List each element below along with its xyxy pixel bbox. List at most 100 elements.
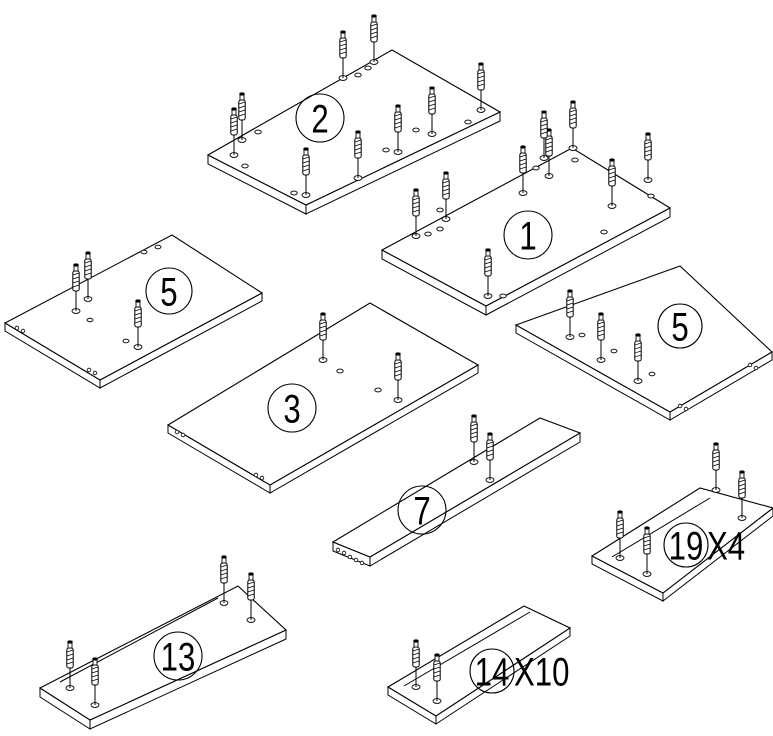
cam-bolt-dowel-icon xyxy=(394,352,402,400)
panel-face xyxy=(3,234,264,381)
drill-hole-icon xyxy=(336,368,344,374)
edge-hole-icon xyxy=(683,406,689,412)
cam-bolt-dowel-icon xyxy=(486,432,494,480)
cam-bolt-dowel-icon xyxy=(230,107,238,155)
cam-bolt-dowel-icon xyxy=(354,130,362,178)
cam-bolt-dowel-icon xyxy=(394,104,402,152)
quantity-label: X10 xyxy=(514,650,570,695)
part-number-circle xyxy=(145,267,193,315)
drill-hole-icon xyxy=(354,72,362,78)
panel-face xyxy=(166,302,480,486)
cam-bolt-dowel-icon xyxy=(608,158,616,206)
cam-bolt-dowel-icon xyxy=(477,62,485,110)
drill-hole-icon xyxy=(374,387,382,393)
drill-hole-icon xyxy=(436,207,444,213)
drill-hole-icon xyxy=(499,293,507,299)
edge-hole-icon xyxy=(353,557,359,563)
cam-bolt-dowel-icon xyxy=(569,100,577,148)
part-number-circle xyxy=(153,631,203,681)
cam-bolt-dowel-icon xyxy=(470,414,478,462)
panel-13: 13 xyxy=(38,555,287,730)
panel-5-left: 5 xyxy=(3,234,264,389)
drill-hole-icon xyxy=(532,165,540,171)
drill-hole-icon xyxy=(154,244,162,250)
panel-1: 1 xyxy=(380,100,672,316)
groove-line xyxy=(403,611,531,687)
cam-bolt-dowel-icon xyxy=(484,248,492,296)
cam-bolt-dowel-icon xyxy=(545,128,553,176)
cam-bolt-dowel-icon xyxy=(433,653,441,701)
edge-hole-icon xyxy=(253,472,259,478)
edge-hole-icon xyxy=(753,365,759,371)
panel-7: 7 xyxy=(331,414,582,567)
edge-hole-icon xyxy=(341,550,347,556)
cam-bolt-dowel-icon xyxy=(339,30,347,78)
drill-hole-icon xyxy=(647,193,655,199)
cam-bolt-dowel-icon xyxy=(84,251,92,299)
cam-bolt-dowel-icon xyxy=(412,188,420,236)
cam-bolt-dowel-icon xyxy=(712,442,720,490)
cam-bolt-dowel-icon xyxy=(540,110,548,158)
drill-hole-icon xyxy=(571,157,579,163)
cam-bolt-dowel-icon xyxy=(644,132,652,180)
drill-hole-icon xyxy=(382,147,390,153)
cam-bolt-dowel-icon xyxy=(66,640,74,688)
edge-hole-icon xyxy=(174,429,180,435)
groove-line xyxy=(611,497,711,558)
part-number: 14 xyxy=(475,650,510,695)
part-number: 2 xyxy=(311,97,328,142)
part-number-circle xyxy=(295,93,345,143)
cam-bolt-dowel-icon xyxy=(91,657,99,705)
part-number: 19 xyxy=(669,524,704,569)
panel-face xyxy=(331,417,582,558)
panel-edge-side xyxy=(369,432,581,567)
edge-hole-icon xyxy=(347,554,353,560)
cam-bolt-dowel-icon xyxy=(738,470,746,518)
groove-line xyxy=(59,597,219,683)
panel-face xyxy=(590,487,773,594)
part-number-circle xyxy=(663,522,709,568)
cam-bolt-dowel-icon xyxy=(247,572,255,620)
quantity-label: X4 xyxy=(707,524,745,569)
drill-hole-icon xyxy=(464,119,472,125)
drill-hole-icon xyxy=(412,127,420,133)
drill-hole-icon xyxy=(254,129,262,135)
part-number: 5 xyxy=(160,270,177,315)
cam-bolt-dowel-icon xyxy=(428,86,436,134)
cam-bolt-dowel-icon xyxy=(566,289,574,337)
panel-5-right: 5 xyxy=(514,265,773,421)
drill-hole-icon xyxy=(86,317,94,323)
cam-bolt-dowel-icon xyxy=(134,299,142,347)
panel-face xyxy=(514,265,773,413)
part-number: 3 xyxy=(283,387,300,432)
edge-hole-icon xyxy=(14,325,20,331)
part-number: 7 xyxy=(413,489,430,534)
drill-hole-icon xyxy=(140,249,148,255)
edge-hole-icon xyxy=(335,547,341,553)
cam-bolt-dowel-icon xyxy=(72,263,80,311)
drill-hole-icon xyxy=(436,226,444,232)
panel-3: 3 xyxy=(166,302,480,494)
part-number-circle xyxy=(503,210,553,260)
part-number-circle xyxy=(469,648,515,694)
drill-hole-icon xyxy=(290,190,298,196)
drill-hole-icon xyxy=(122,338,130,344)
edge-hole-icon xyxy=(20,328,26,334)
edge-hole-icon xyxy=(677,403,683,409)
part-number: 5 xyxy=(671,305,688,350)
drill-hole-icon xyxy=(424,231,432,237)
panel-2: 2 xyxy=(206,14,502,215)
drill-hole-icon xyxy=(610,348,618,354)
cam-bolt-dowel-icon xyxy=(634,333,642,381)
edge-hole-icon xyxy=(747,362,753,368)
edge-hole-icon xyxy=(180,432,186,438)
cam-bolt-dowel-icon xyxy=(643,526,651,574)
cam-bolt-dowel-icon xyxy=(238,92,246,140)
panel-face xyxy=(386,605,572,717)
drill-hole-icon xyxy=(578,332,586,338)
cam-bolt-dowel-icon xyxy=(220,555,228,603)
cam-bolt-dowel-icon xyxy=(616,510,624,558)
edge-hole-icon xyxy=(259,475,265,481)
